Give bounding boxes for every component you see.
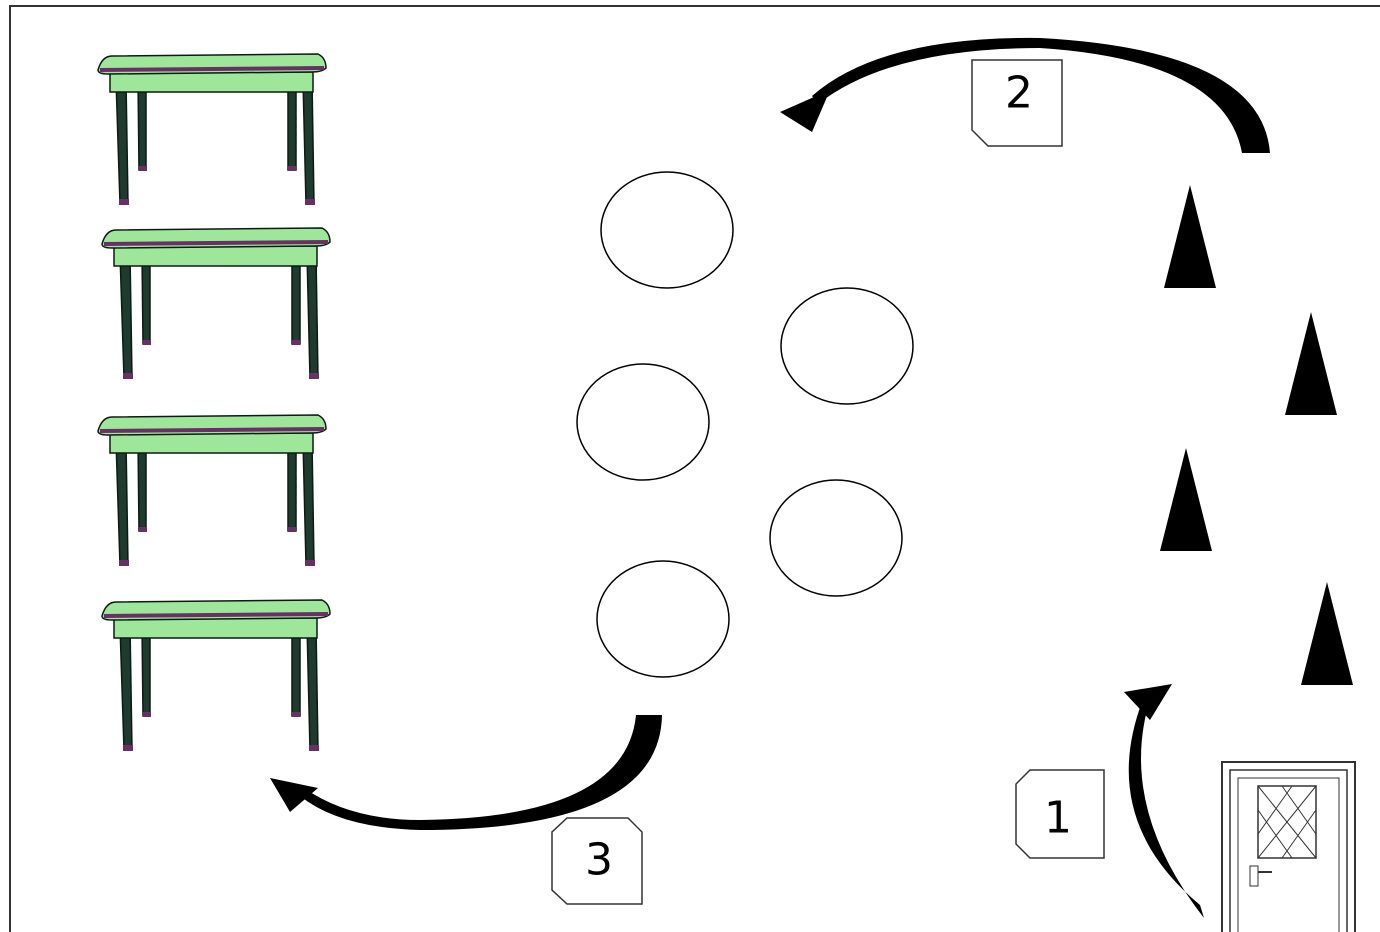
circle-marker [596,560,730,678]
step-number-2: 2 [1005,68,1033,119]
diagram-border [9,5,1380,932]
circle-marker [576,363,710,481]
circle-marker [780,287,914,405]
step-number-3: 3 [585,835,613,886]
arrows-group [270,37,1270,918]
arrow-head-3 [270,778,318,812]
table-icon [96,52,328,207]
arrow-step-3 [300,715,662,830]
arrow-head-1 [1124,684,1172,720]
step-label-2: 2 [971,59,1063,147]
arrow-step-2 [812,37,1270,153]
cone-icon [1160,448,1212,551]
step-labels: 2 1 3 [551,59,1105,905]
table-icon [96,413,328,568]
cone-icon [1285,312,1337,415]
arrow-step-1 [1128,702,1204,918]
table-icon [100,226,332,381]
step-number-1: 1 [1044,793,1072,844]
cones-group [1160,185,1353,685]
step-label-1: 1 [1015,769,1105,859]
door-icon [1221,761,1356,932]
circle-marker [769,479,903,597]
step-label-3: 3 [551,817,643,905]
circle-marker [600,171,734,289]
circles-group [576,171,914,678]
cone-icon [1164,185,1216,288]
table-icon [100,598,332,753]
arrow-head-2 [780,90,830,132]
cone-icon [1301,582,1353,685]
tables-group [96,52,332,753]
